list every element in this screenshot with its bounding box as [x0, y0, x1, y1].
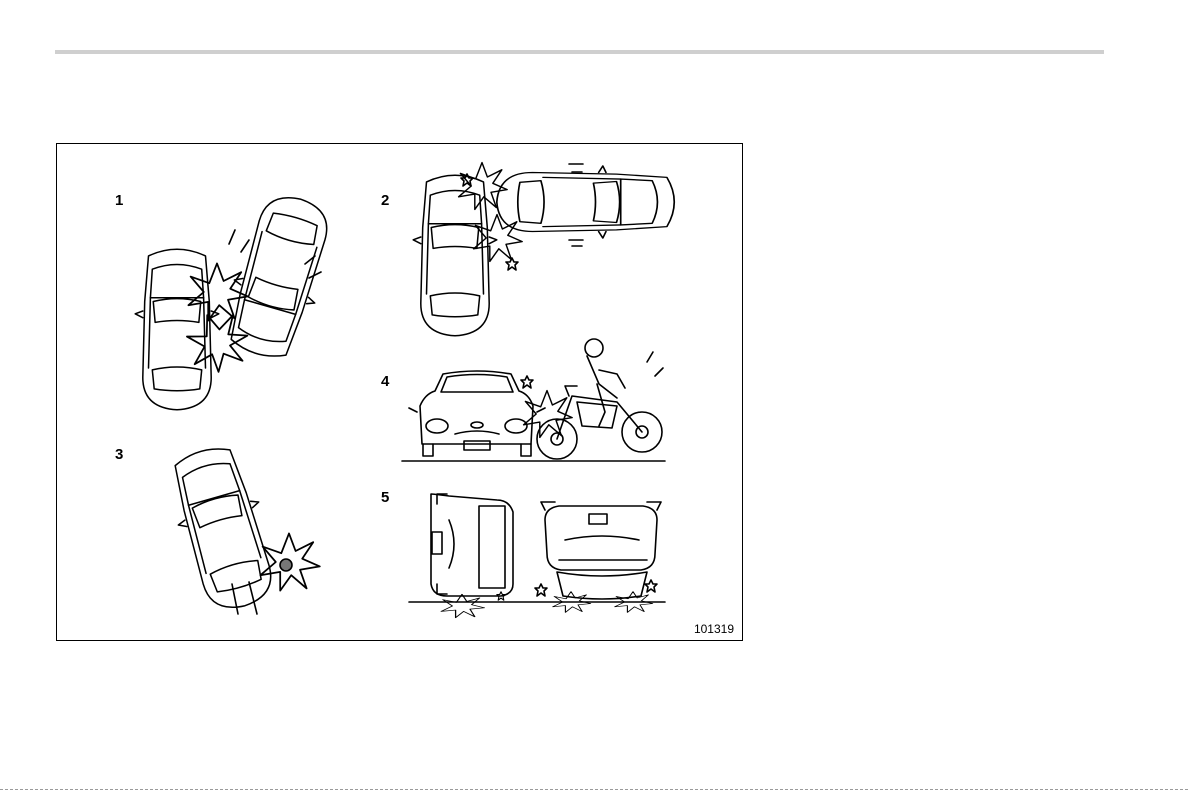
scene-1-frontal-crash: [135, 188, 341, 410]
scene-2-side-crash: [413, 163, 674, 336]
scene-5-rollover-crash: [409, 494, 665, 618]
scene-label-3: 3: [115, 446, 123, 463]
scene-label-1: 1: [115, 192, 123, 209]
scene-label-4: 4: [381, 373, 389, 390]
crash-scenes-drawing: [57, 144, 744, 642]
scene-label-2: 2: [381, 192, 389, 209]
crash-illustration-figure: 1 2 3 4 5 101319: [56, 143, 743, 641]
scene-3-corner-crash: [161, 440, 320, 617]
scene-label-5: 5: [381, 489, 389, 506]
scene-4-motorcycle-crash: [402, 339, 665, 461]
footer-rule: [0, 789, 1188, 790]
figure-code: 101319: [694, 622, 734, 636]
header-rule: [55, 50, 1104, 54]
